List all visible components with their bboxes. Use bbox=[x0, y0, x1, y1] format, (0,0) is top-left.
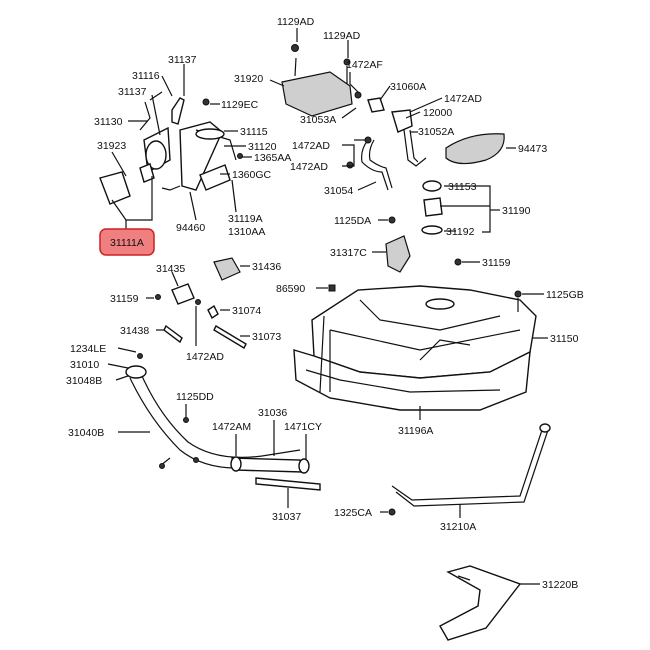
label-1129AD-b: 1129AD bbox=[323, 30, 361, 42]
label-31115: 31115 bbox=[240, 126, 268, 138]
label-31220B: 31220B bbox=[542, 579, 578, 591]
label-31111A[interactable]: 31111A bbox=[110, 237, 144, 249]
label-31074: 31074 bbox=[232, 305, 261, 317]
label-31073: 31073 bbox=[252, 331, 281, 343]
valve-31435 bbox=[155, 283, 195, 305]
protector-31196A bbox=[293, 349, 531, 411]
label-31010: 31010 bbox=[70, 359, 99, 371]
fuel-tank-31150 bbox=[311, 285, 537, 379]
label-1129EC: 1129EC bbox=[221, 99, 259, 111]
label-94460: 94460 bbox=[176, 222, 205, 234]
label-1471CY: 1471CY bbox=[284, 421, 322, 433]
bracket-31220B bbox=[439, 565, 522, 641]
label-31210A: 31210A bbox=[440, 521, 476, 533]
hose-group bbox=[163, 299, 247, 349]
label-31190: 31190 bbox=[502, 205, 531, 217]
bolt-1125GB bbox=[514, 290, 522, 312]
label-12000: 12000 bbox=[423, 107, 452, 119]
canister-31920 bbox=[281, 44, 427, 191]
label-31060A: 31060A bbox=[390, 81, 426, 93]
label-1310AA: 1310AA bbox=[228, 226, 265, 238]
label-31120: 31120 bbox=[248, 141, 277, 153]
bolt-31159-right bbox=[454, 258, 462, 266]
label-1325CA: 1325CA bbox=[334, 507, 372, 519]
label-31116: 31116 bbox=[132, 70, 160, 82]
label-31130: 31130 bbox=[94, 116, 123, 128]
label-31192: 31192 bbox=[446, 226, 475, 238]
label-31153: 31153 bbox=[448, 181, 477, 193]
label-31920: 31920 bbox=[234, 73, 263, 85]
label-31159-a: 31159 bbox=[482, 257, 511, 269]
label-31052A: 31052A bbox=[418, 126, 454, 138]
label-1472AM: 1472AM bbox=[212, 421, 251, 433]
label-31040B: 31040B bbox=[68, 427, 104, 439]
hose-31037 bbox=[255, 477, 321, 491]
label-1234LE: 1234LE bbox=[70, 343, 106, 355]
filler-cap-parts bbox=[421, 180, 443, 235]
highlighted-part-box[interactable] bbox=[99, 228, 155, 256]
label-1125GB: 1125GB bbox=[546, 289, 584, 301]
label-31438: 31438 bbox=[120, 325, 149, 337]
part-labels: 1129AD 1129AD 31137 31116 31137 31920 14… bbox=[66, 16, 584, 591]
label-1365AA: 1365AA bbox=[254, 152, 291, 164]
label-31137-b: 31137 bbox=[118, 86, 147, 98]
label-31196A: 31196A bbox=[398, 425, 433, 437]
label-86590: 86590 bbox=[276, 283, 305, 295]
label-31159-b: 31159 bbox=[110, 293, 139, 305]
label-31119A: 31119A bbox=[228, 213, 263, 225]
label-1472AF: 1472AF bbox=[346, 59, 383, 71]
hose-31036 bbox=[230, 456, 310, 474]
leader-lines bbox=[107, 28, 548, 585]
label-31054: 31054 bbox=[324, 185, 353, 197]
label-1360GC: 1360GC bbox=[232, 169, 272, 181]
label-31436: 31436 bbox=[252, 261, 281, 273]
label-1472AD-c: 1472AD bbox=[290, 161, 328, 173]
sensor-86590 bbox=[328, 284, 336, 292]
label-31137-a: 31137 bbox=[168, 54, 197, 66]
clip-31317C bbox=[385, 235, 411, 273]
label-1472AD-d: 1472AD bbox=[186, 351, 224, 363]
label-31053A: 31053A bbox=[300, 114, 336, 126]
bracket-31436 bbox=[213, 257, 241, 281]
label-31317C: 31317C bbox=[330, 247, 367, 259]
label-31036: 31036 bbox=[258, 407, 287, 419]
label-1472AD-a: 1472AD bbox=[444, 93, 482, 105]
strap-31210A bbox=[388, 423, 551, 516]
label-1125DA: 1125DA bbox=[334, 215, 371, 227]
label-1129AD-a: 1129AD bbox=[277, 16, 315, 28]
shield-94473 bbox=[445, 133, 505, 165]
label-31048B: 31048B bbox=[66, 375, 102, 387]
bolt-1125DA bbox=[388, 216, 396, 224]
label-1472AD-b: 1472AD bbox=[292, 140, 330, 152]
label-31150: 31150 bbox=[550, 333, 579, 345]
label-31923: 31923 bbox=[97, 140, 126, 152]
label-31435: 31435 bbox=[156, 263, 185, 275]
fuel-pump-assembly bbox=[99, 94, 243, 205]
label-31037: 31037 bbox=[272, 511, 301, 523]
label-1125DD: 1125DD bbox=[176, 391, 214, 403]
label-94473: 94473 bbox=[518, 143, 547, 155]
